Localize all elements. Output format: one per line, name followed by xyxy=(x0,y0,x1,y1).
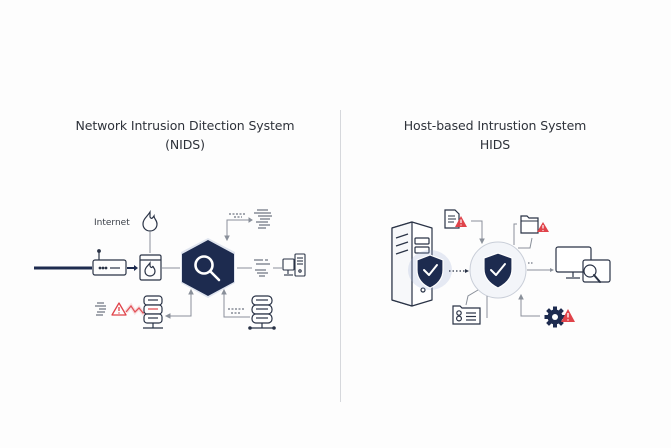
log-stream-bottom xyxy=(228,308,244,314)
folder-connector xyxy=(513,223,533,249)
settings-gear-alert-icon xyxy=(544,306,575,328)
inspection-hexagon xyxy=(181,238,235,298)
nids-title-line2: (NIDS) xyxy=(165,137,205,152)
alert-traffic-stream xyxy=(95,302,106,316)
hids-title-line1: Host-based Intrustion System xyxy=(403,118,587,133)
hids-title-line2: HIDS xyxy=(479,137,511,152)
firewall-appliance-icon xyxy=(139,254,180,281)
nids-title-line1: Network Intrusion Ditection System xyxy=(75,118,295,133)
connector-to-top-log xyxy=(224,217,253,242)
center-to-idcard-connectors xyxy=(465,289,488,318)
log-stream-top xyxy=(229,209,272,229)
connector-hexagon-to-right-db xyxy=(221,288,250,318)
id-card-icon xyxy=(452,305,481,325)
magnifier-icon xyxy=(194,255,221,282)
central-shield-circle xyxy=(469,241,527,299)
database-server-icon xyxy=(248,295,276,330)
center-to-monitor-connector xyxy=(527,262,554,272)
nids-title: Network Intrusion Ditection System (NIDS… xyxy=(40,116,330,154)
warning-triangle-icon xyxy=(111,302,127,316)
router-icon xyxy=(92,249,127,276)
panel-divider xyxy=(340,110,341,402)
host-shield-check-icon xyxy=(408,250,452,290)
document-alert-icon xyxy=(444,209,467,229)
connector-hexagon-to-left-db xyxy=(164,288,194,319)
host-to-center-connector xyxy=(449,269,469,273)
internet-label: Internet xyxy=(94,218,130,228)
database-server-alert-icon xyxy=(143,295,163,329)
nids-diagram xyxy=(34,209,306,330)
folder-alert-icon xyxy=(520,215,549,234)
arrow-router-to-firewall xyxy=(127,265,138,271)
monitor-magnifier-icon xyxy=(555,246,611,283)
hids-title: Host-based Intrustion System HIDS xyxy=(350,116,640,154)
document-connector xyxy=(471,220,485,245)
flame-icon xyxy=(142,209,158,253)
log-stream-middle xyxy=(254,259,270,277)
center-to-gear-connector xyxy=(518,293,540,317)
host-server-icon xyxy=(391,221,433,307)
workstation-icon xyxy=(282,253,306,277)
